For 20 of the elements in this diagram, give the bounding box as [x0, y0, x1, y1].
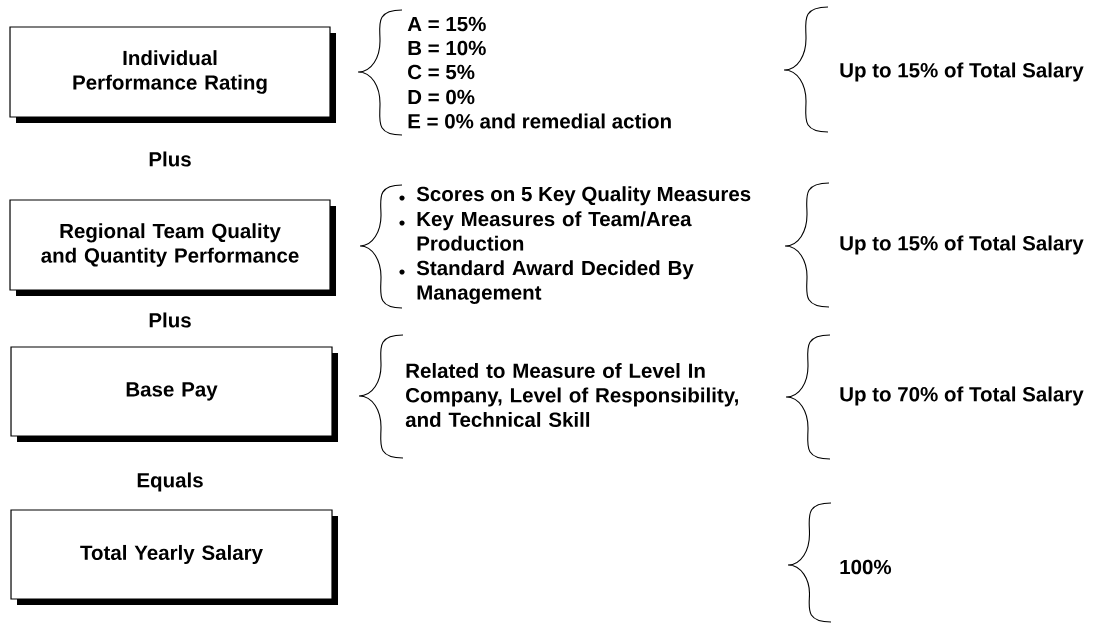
text-box: Individual Performance Rating	[9, 26, 336, 123]
bullet-item: Standard Award Decided By Management	[399, 260, 694, 304]
text-box: Base Pay	[10, 346, 338, 442]
value-label: A = 15%	[407, 16, 486, 32]
bullet-item: Scores on 5 Key Quality Measures	[399, 186, 751, 206]
value-label: Up to 15% of Total Salary	[840, 235, 1084, 255]
operator-label: Plus	[149, 312, 191, 328]
operator-label: Plus	[149, 151, 191, 167]
value-label: Up to 70% of Total Salary	[840, 386, 1084, 406]
operator-label: Equals	[137, 472, 203, 492]
text-box: Regional Team Quality and Quantity Performance	[9, 199, 336, 296]
value-label: 100%	[840, 559, 892, 575]
value-label: D = 0%	[408, 89, 475, 105]
value-label: C = 5%	[408, 64, 475, 80]
value-label: B = 10%	[408, 40, 486, 56]
description-text: Related to Measure of Level In Company, Level of Responsibility, and Technical Skill	[405, 362, 738, 427]
value-label: Up to 15% of Total Salary	[840, 62, 1084, 82]
text-box: Total Yearly Salary	[10, 509, 338, 605]
bullet-item: Key Measures of Team/Area Production	[399, 211, 692, 251]
value-label: E = 0% and remedial action	[408, 113, 671, 129]
